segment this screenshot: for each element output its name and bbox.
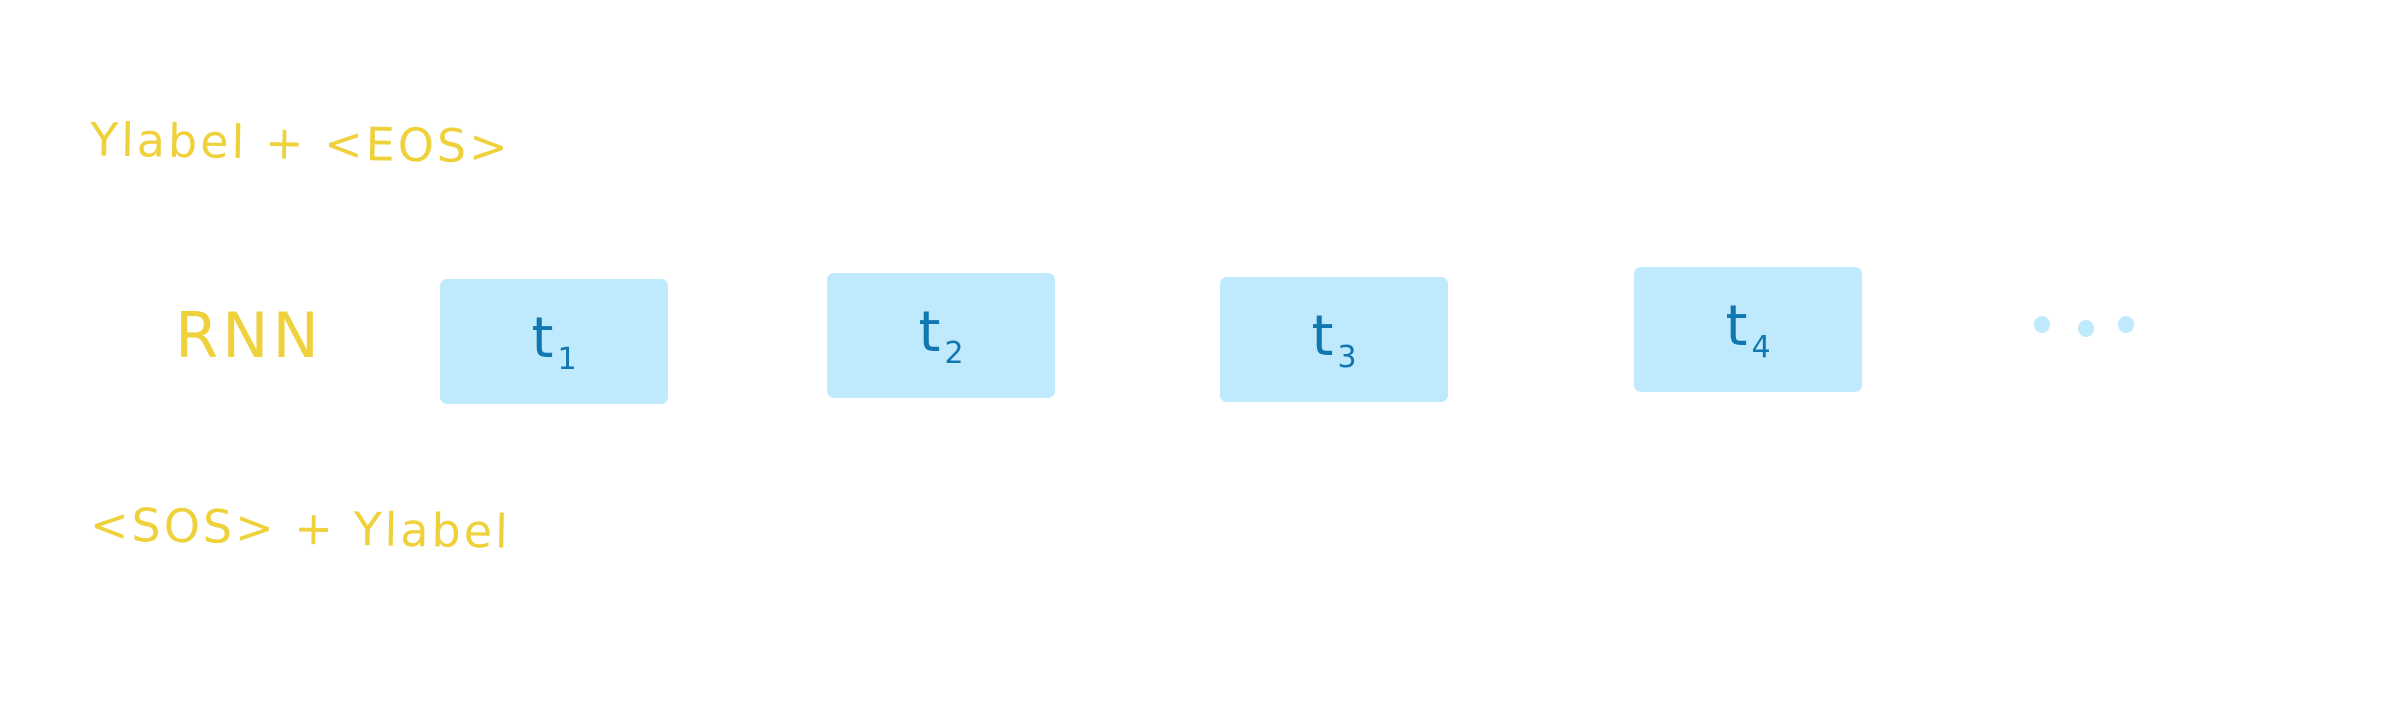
- ellipsis-dot: [2078, 320, 2094, 337]
- ellipsis-dot: [2034, 316, 2050, 333]
- input-label: <SOS> + Ylabel: [89, 497, 512, 559]
- ellipsis-dot: [2118, 316, 2134, 333]
- ellipsis-dots: [2030, 312, 2135, 342]
- output-label: Ylabel + <EOS>: [89, 112, 512, 174]
- rnn-label: RNN: [175, 299, 323, 372]
